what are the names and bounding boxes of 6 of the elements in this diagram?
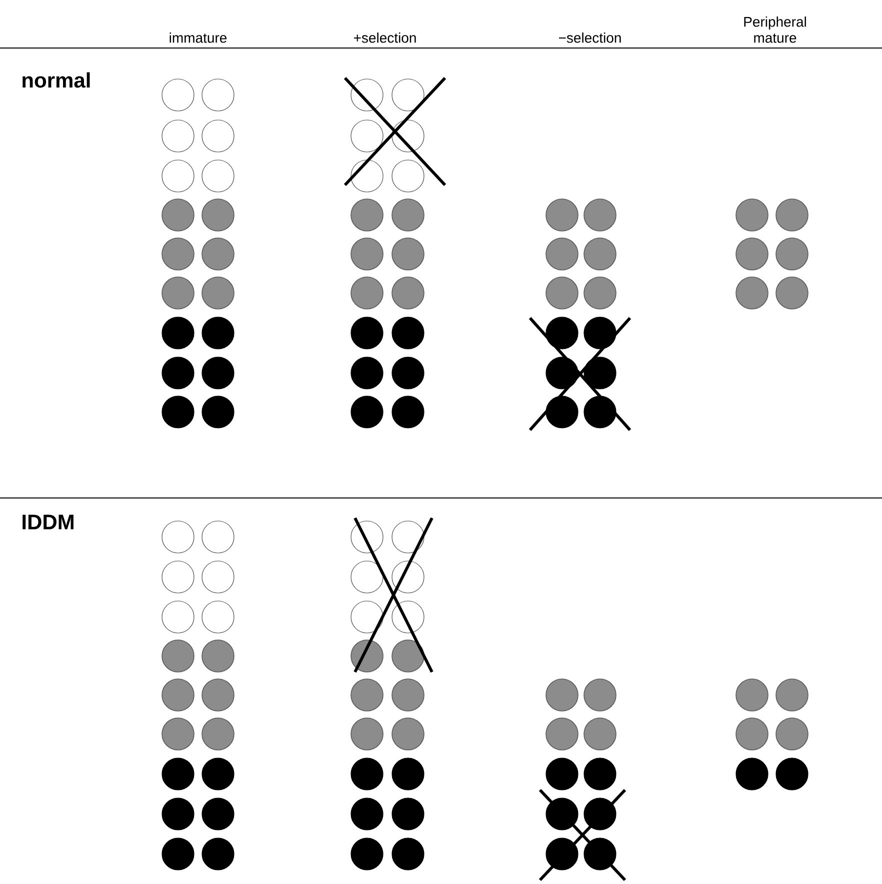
column-header: Peripheral mature	[744, 16, 806, 43]
row-label: normal	[22, 72, 90, 88]
column-header: −selection	[558, 32, 621, 43]
column-header: +selection	[354, 32, 416, 43]
row-label: IDDM	[22, 514, 74, 530]
column-header: immature	[170, 32, 227, 43]
